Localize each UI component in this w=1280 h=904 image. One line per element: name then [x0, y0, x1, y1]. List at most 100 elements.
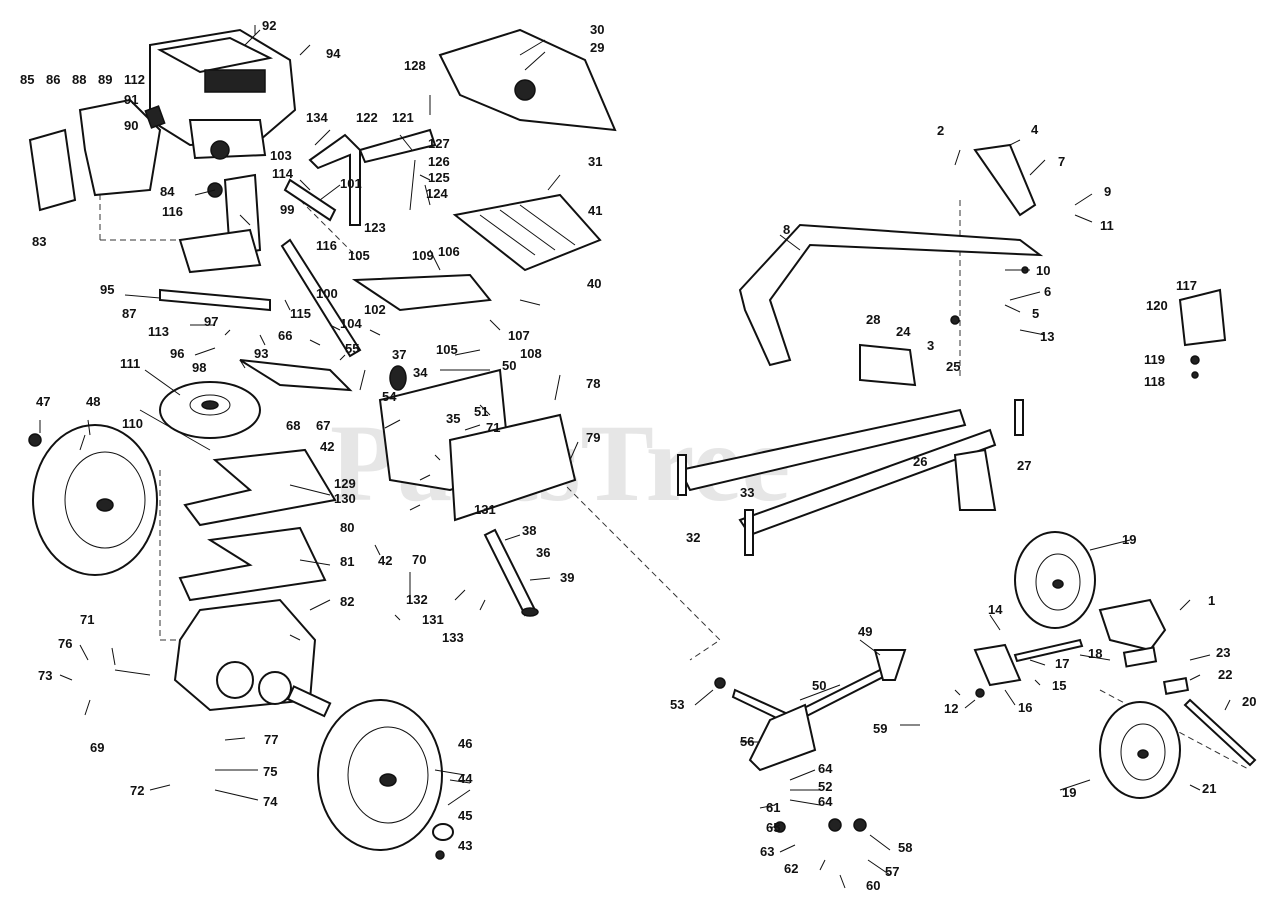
callout: 50 — [812, 678, 826, 693]
callout: 45 — [458, 808, 472, 823]
callout: 47 — [36, 394, 50, 409]
callout: 86 — [46, 72, 60, 87]
callout: 56 — [740, 734, 754, 749]
engine-assembly — [149, 28, 297, 160]
transmission — [173, 598, 332, 718]
callout: 102 — [364, 302, 386, 317]
callout: 27 — [1017, 458, 1031, 473]
callout: 30 — [590, 22, 604, 37]
callout: 64 — [818, 794, 833, 809]
callout: 9 — [1104, 184, 1111, 199]
callout: 72 — [130, 783, 144, 798]
callout: 84 — [160, 184, 175, 199]
callout: 134 — [306, 110, 328, 125]
callout-labels: 1 2 3 4 5 6 7 8 9 10 11 12 13 14 15 16 1… — [20, 18, 1256, 893]
callout: 20 — [1242, 694, 1256, 709]
callout: 130 — [334, 491, 356, 506]
front-wheel-upper — [1014, 531, 1096, 629]
callout: 71 — [80, 612, 94, 627]
callout: 94 — [326, 46, 341, 61]
callout: 12 — [944, 701, 958, 716]
callout: 81 — [340, 554, 354, 569]
callout: 74 — [263, 794, 278, 809]
callout: 21 — [1202, 781, 1216, 796]
callout: 38 — [522, 523, 536, 538]
callout: 83 — [32, 234, 46, 249]
callout: 118 — [1144, 374, 1165, 389]
callout: 103 — [270, 148, 292, 163]
callout: 75 — [263, 764, 277, 779]
mounting-plates — [178, 448, 337, 602]
callout: 128 — [404, 58, 426, 73]
callout: 31 — [588, 154, 602, 169]
callout: 65 — [766, 820, 780, 835]
callout: 133 — [442, 630, 464, 645]
callout: 119 — [1144, 352, 1165, 367]
callout: 107 — [508, 328, 530, 343]
callout: 120 — [1146, 298, 1168, 313]
callout: 61 — [766, 800, 780, 815]
callout: 18 — [1088, 646, 1102, 661]
muffler-parts — [28, 98, 166, 212]
callout: 108 — [520, 346, 542, 361]
callout: 89 — [98, 72, 112, 87]
callout: 131 — [422, 612, 444, 627]
callout: 66 — [278, 328, 292, 343]
callout: 24 — [896, 324, 911, 339]
callout: 14 — [988, 602, 1003, 617]
callout: 104 — [340, 316, 362, 331]
callout: 76 — [58, 636, 72, 651]
callout: 26 — [913, 454, 927, 469]
callout: 125 — [428, 170, 450, 185]
shaft — [483, 528, 539, 617]
callout: 97 — [204, 314, 218, 329]
front-wheel-lower — [1099, 701, 1181, 799]
hardware-fasteners — [28, 266, 1200, 860]
callout: 117 — [1176, 278, 1197, 293]
callout: 93 — [254, 346, 268, 361]
engine-brackets — [159, 173, 362, 392]
fender-covers — [1098, 288, 1227, 652]
callout: 132 — [406, 592, 428, 607]
callout: 88 — [72, 72, 86, 87]
callout: 17 — [1055, 656, 1069, 671]
callout: 69 — [90, 740, 104, 755]
callout: 123 — [364, 220, 386, 235]
callout: 48 — [86, 394, 100, 409]
callout: 32 — [686, 530, 700, 545]
callout: 109 — [412, 248, 434, 263]
callout: 105 — [348, 248, 370, 263]
callout: 5 — [1032, 306, 1039, 321]
callout: 98 — [192, 360, 206, 375]
callout: 8 — [783, 222, 790, 237]
callout: 77 — [264, 732, 278, 747]
callout: 51 — [474, 404, 488, 419]
callout: 6 — [1044, 284, 1051, 299]
callout: 64 — [818, 761, 833, 776]
callout: 19 — [1062, 785, 1076, 800]
callout: 116 — [316, 238, 337, 253]
callout: 57 — [885, 864, 899, 879]
callout: 28 — [866, 312, 880, 327]
callout: 126 — [428, 154, 450, 169]
callout: 73 — [38, 668, 52, 683]
callout: 39 — [560, 570, 574, 585]
callout: 60 — [866, 878, 880, 893]
right-drive-wheel — [317, 699, 443, 851]
callout: 16 — [1018, 700, 1032, 715]
callout: 33 — [740, 485, 754, 500]
callout: 71 — [486, 420, 500, 435]
left-wheel — [32, 424, 158, 576]
handle-bars — [308, 128, 492, 312]
seat — [438, 28, 617, 132]
callout: 41 — [588, 203, 602, 218]
callout: 37 — [392, 347, 406, 362]
callout: 42 — [378, 553, 392, 568]
callout: 7 — [1058, 154, 1065, 169]
callout: 106 — [438, 244, 460, 259]
callout: 34 — [413, 365, 428, 380]
callout: 131 — [474, 502, 496, 517]
callout: 55 — [345, 341, 359, 356]
callout: 10 — [1036, 263, 1050, 278]
